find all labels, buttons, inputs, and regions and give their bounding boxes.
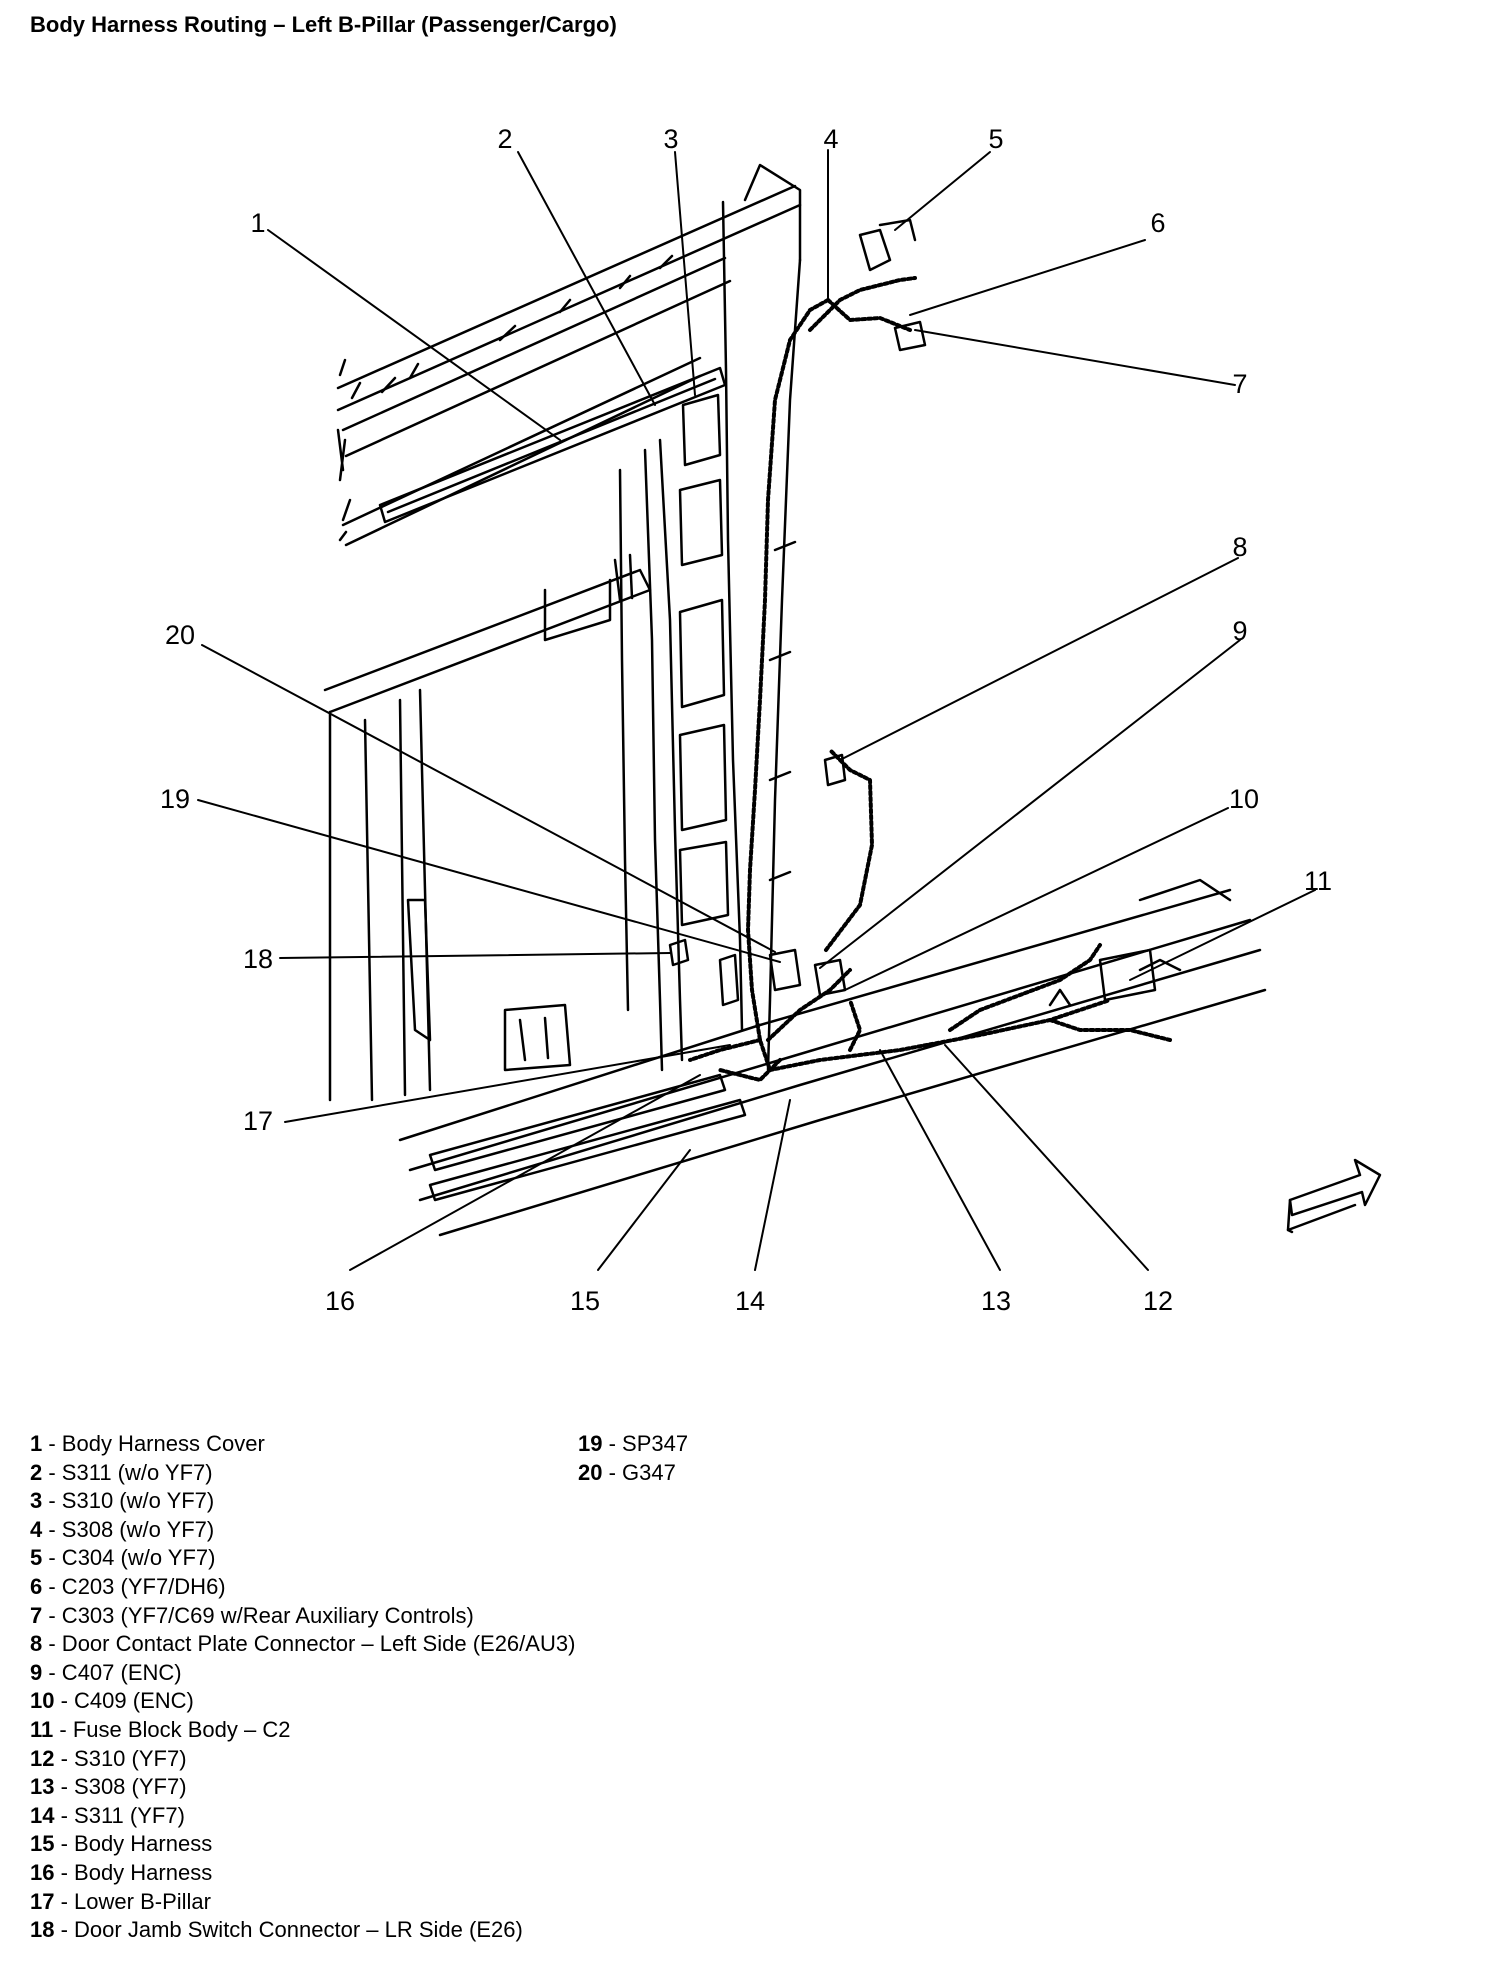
legend-text: - S310 (w/o YF7): [42, 1488, 215, 1514]
legend-item-12: 12 - S310 (YF7): [30, 1745, 575, 1774]
legend-number: 15: [30, 1831, 55, 1857]
legend-text: - Body Harness: [54, 1831, 213, 1857]
legend-item-6: 6 - C203 (YF7/DH6): [30, 1573, 575, 1602]
legend-text: - S308 (YF7): [54, 1774, 187, 1800]
legend-text: - Body Harness: [54, 1859, 213, 1885]
legend-text: - Door Jamb Switch Connector – LR Side (…: [54, 1917, 523, 1943]
b-pillar: [618, 163, 802, 1072]
legend-number: 3: [30, 1488, 43, 1514]
callout-3: 3: [663, 124, 678, 154]
callout-8: 8: [1232, 532, 1247, 562]
legend-text: - Body Harness Cover: [42, 1431, 265, 1456]
callout-16: 16: [325, 1286, 355, 1316]
legend-text: - Fuse Block Body – C2: [53, 1716, 291, 1742]
legend-number: 16: [30, 1859, 55, 1885]
legend-item-9: 9 - C407 (ENC): [30, 1659, 575, 1688]
legend-number: 6: [30, 1573, 43, 1599]
callout-20: 20: [165, 620, 195, 650]
roof-rail: [336, 184, 802, 547]
legend-item-16: 16 - Body Harness: [30, 1859, 575, 1888]
harness-route: [688, 276, 1172, 1082]
callout-14: 14: [735, 1286, 765, 1316]
legend-text: - C303 (YF7/C69 w/Rear Auxiliary Control…: [42, 1602, 474, 1628]
legend-text: - SP347: [602, 1431, 689, 1456]
legend-number: 7: [30, 1602, 43, 1628]
legend-item-20: 20 - G347: [578, 1459, 688, 1488]
legend-item-7: 7 - C303 (YF7/C69 w/Rear Auxiliary Contr…: [30, 1602, 575, 1631]
callout-19: 19: [160, 784, 190, 814]
callout-7: 7: [1232, 369, 1247, 399]
legend-number: 17: [30, 1888, 55, 1914]
legend-number: 10: [30, 1688, 55, 1714]
legend-number: 1: [30, 1431, 43, 1456]
legend-item-11: 11 - Fuse Block Body – C2: [30, 1716, 575, 1745]
legend-item-18: 18 - Door Jamb Switch Connector – LR Sid…: [30, 1916, 575, 1945]
legend-item-2: 2 - S311 (w/o YF7): [30, 1459, 575, 1488]
legend-item-8: 8 - Door Contact Plate Connector – Left …: [30, 1630, 575, 1659]
belt-rail: [323, 553, 652, 1102]
legend-item-13: 13 - S308 (YF7): [30, 1773, 575, 1802]
callout-12: 12: [1143, 1286, 1173, 1316]
legend-item-4: 4 - S308 (w/o YF7): [30, 1516, 575, 1545]
legend-number: 2: [30, 1459, 43, 1485]
legend-text: - C409 (ENC): [54, 1688, 194, 1714]
legend-number: 14: [30, 1802, 55, 1828]
direction-arrow-icon: [1286, 1158, 1382, 1234]
legend-item-14: 14 - S311 (YF7): [30, 1802, 575, 1831]
legend-number: 8: [30, 1631, 43, 1657]
legend-text: - C407 (ENC): [42, 1659, 182, 1685]
callout-15: 15: [570, 1286, 600, 1316]
callout-4: 4: [823, 124, 838, 154]
pillar-openings: [678, 393, 730, 927]
legend-item-19: 19 - SP347: [578, 1430, 688, 1459]
legend-number: 9: [30, 1659, 43, 1685]
legend-number: 20: [578, 1459, 603, 1485]
callout-1: 1: [250, 208, 265, 238]
diagram-title: Body Harness Routing – Left B-Pillar (Pa…: [30, 12, 617, 37]
legend-item-17: 17 - Lower B-Pillar: [30, 1888, 575, 1917]
legend-text: - Lower B-Pillar: [54, 1888, 211, 1914]
callout-17: 17: [243, 1106, 273, 1136]
legend-number: 13: [30, 1774, 55, 1800]
legend-text: - S311 (w/o YF7): [42, 1459, 213, 1485]
legend-number: 18: [30, 1917, 55, 1943]
callout-5: 5: [988, 124, 1003, 154]
legend-text: - C203 (YF7/DH6): [42, 1573, 226, 1599]
legend-item-5: 5 - C304 (w/o YF7): [30, 1544, 575, 1573]
legend-item-1: 1 - Body Harness Cover: [30, 1430, 575, 1459]
legend-item-15: 15 - Body Harness: [30, 1830, 575, 1859]
callout-18: 18: [243, 944, 273, 974]
legend-number: 19: [578, 1431, 603, 1456]
callout-6: 6: [1150, 208, 1165, 238]
legend-text: - S310 (YF7): [54, 1745, 187, 1771]
legend-text: - Door Contact Plate Connector – Left Si…: [42, 1631, 576, 1657]
callout-11: 11: [1304, 866, 1332, 896]
callout-2: 2: [497, 124, 512, 154]
legend-text: - G347: [602, 1459, 676, 1485]
legend-item-10: 10 - C409 (ENC): [30, 1687, 575, 1716]
legend-number: 12: [30, 1745, 55, 1771]
legend-number: 11: [30, 1716, 54, 1742]
leader-lines: [197, 149, 1316, 1271]
callout-13: 13: [981, 1286, 1011, 1316]
legend-text: - C304 (w/o YF7): [42, 1545, 216, 1571]
legend-number: 5: [30, 1545, 43, 1571]
legend-item-3: 3 - S310 (w/o YF7): [30, 1487, 575, 1516]
legend-text: - S311 (YF7): [54, 1802, 185, 1828]
legend-number: 4: [30, 1516, 43, 1542]
legend-text: - S308 (w/o YF7): [42, 1516, 215, 1542]
callout-10: 10: [1229, 784, 1259, 814]
callout-9: 9: [1232, 616, 1247, 646]
